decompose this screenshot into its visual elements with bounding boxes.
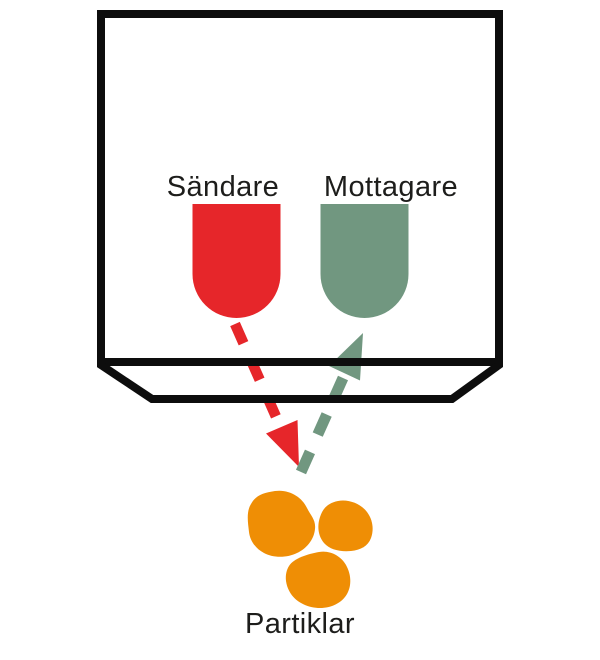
duct-funnel-outline	[97, 358, 503, 403]
duct-outline	[97, 10, 503, 403]
receiver-probe	[320, 204, 409, 318]
particles-group	[247, 490, 373, 608]
duct-box-outline	[97, 10, 503, 366]
particle-blob-3	[285, 551, 351, 608]
emitted-signal-arrowhead-icon	[266, 420, 299, 467]
emitted-signal-dashes	[230, 321, 286, 431]
particles-label: Partiklar	[245, 608, 355, 640]
emitted-signal-arrow	[230, 321, 299, 467]
reflected-signal-dashes	[295, 375, 349, 475]
particle-blob-1	[247, 490, 316, 557]
transmitter-probe	[192, 204, 281, 318]
transmitter-label: Sändare	[167, 171, 279, 203]
reflected-signal-arrow	[295, 333, 363, 475]
receiver-label: Mottagare	[324, 171, 458, 203]
reflected-signal-arrowhead-icon	[329, 333, 363, 381]
particle-blob-2	[318, 500, 373, 552]
